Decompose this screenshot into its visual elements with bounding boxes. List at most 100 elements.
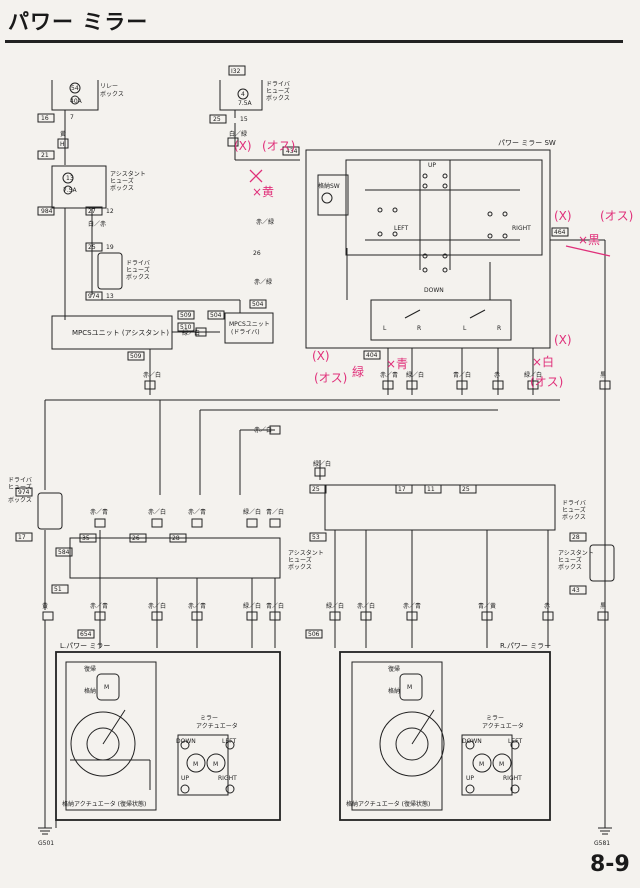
svg-text:緑／白: 緑／白 (326, 602, 344, 610)
svg-text:赤／青: 赤／青 (403, 602, 421, 610)
svg-text:ボックス: ボックス (562, 513, 586, 521)
svg-text:(オス): (オス) (600, 209, 633, 223)
svg-text:DOWN: DOWN (176, 738, 196, 745)
svg-text:26: 26 (253, 250, 261, 257)
svg-text:53: 53 (312, 534, 320, 541)
svg-text:緑／白: 緑／白 (243, 508, 261, 516)
svg-text:ヒューズ: ヒューズ (288, 556, 312, 564)
svg-text:974: 974 (18, 489, 30, 496)
svg-text:ミラー: ミラー (200, 715, 218, 722)
relay-fuse-amp: 40A (70, 98, 83, 105)
svg-text:赤／白: 赤／白 (254, 426, 272, 434)
mpcs-assistant: MPCSユニット (アシスタント) (72, 328, 169, 337)
svg-text:25: 25 (88, 244, 96, 251)
storage-switch: 格納SW (318, 182, 340, 190)
svg-text:28: 28 (172, 535, 180, 542)
right-assistant-fuse: アシスタント (558, 549, 594, 557)
title-rule (5, 40, 623, 43)
assistant-top-label: アシスタント (110, 170, 146, 178)
svg-text:×白: ×白 (532, 354, 554, 369)
svg-text:21: 21 (41, 152, 49, 159)
switch-title: パワー ミラー SW (498, 139, 556, 147)
relay-fuse-num: 54 (71, 85, 79, 92)
svg-text:UP: UP (466, 775, 474, 782)
svg-text:ボックス: ボックス (8, 496, 32, 504)
svg-text:M: M (193, 761, 198, 768)
relay-box-label: リレー (100, 83, 118, 90)
svg-text:格納: 格納 (388, 687, 400, 695)
svg-text:×黒: ×黒 (578, 233, 600, 247)
driver-side-fuse: ドライバ (8, 477, 32, 484)
right-ground: G581 (594, 840, 610, 847)
svg-text:UP: UP (428, 162, 436, 169)
svg-text:984: 984 (41, 208, 53, 215)
svg-text:27: 27 (88, 208, 96, 215)
left-mirror-title: L.パワー ミラー (60, 642, 110, 650)
svg-text:17: 17 (398, 486, 406, 493)
svg-text:(オス): (オス) (530, 375, 563, 389)
right-storage-actuator: 格納アクチュエータ (復帰状態) (346, 800, 430, 808)
left-ground: G501 (38, 840, 54, 847)
svg-text:(X): (X) (312, 349, 330, 363)
page-title: パワー ミラー (8, 10, 149, 34)
svg-text:緑／白: 緑／白 (313, 460, 331, 468)
svg-text:DOWN: DOWN (424, 287, 444, 294)
svg-text:緑／白: 緑／白 (524, 371, 542, 379)
svg-text:LEFT: LEFT (222, 738, 236, 745)
svg-text:赤／白: 赤／白 (357, 602, 375, 610)
svg-text:LEFT: LEFT (508, 738, 522, 745)
svg-text:ボックス: ボックス (126, 273, 150, 281)
svg-text:510: 510 (180, 324, 192, 331)
svg-text:赤／白: 赤／白 (148, 508, 166, 516)
svg-text:青／白: 青／白 (266, 508, 284, 516)
svg-text:M: M (213, 761, 218, 768)
svg-text:青／白: 青／白 (453, 371, 471, 379)
svg-text:緑／白: 緑／白 (182, 329, 200, 337)
svg-text:13: 13 (106, 293, 114, 300)
svg-text:RIGHT: RIGHT (503, 775, 522, 782)
svg-text:赤／青: 赤／青 (90, 602, 108, 610)
svg-text:×黄: ×黄 (252, 185, 274, 199)
svg-text:RIGHT: RIGHT (218, 775, 237, 782)
svg-text:M: M (479, 761, 484, 768)
svg-text:506: 506 (308, 631, 320, 638)
svg-text:L: L (463, 325, 467, 332)
svg-text:25: 25 (213, 116, 221, 123)
driver-mid-label: ドライバ (126, 260, 150, 267)
svg-text:ボックス: ボックス (100, 90, 124, 98)
svg-text:黄: 黄 (42, 602, 48, 610)
svg-text:(X): (X) (554, 333, 572, 347)
svg-text:35: 35 (82, 535, 90, 542)
svg-text:(ドライバ): (ドライバ) (231, 329, 260, 336)
svg-text:7.5A: 7.5A (63, 187, 78, 194)
driver-fuse-top (209, 65, 263, 124)
svg-text:26: 26 (132, 535, 140, 542)
svg-text:ヒューズ: ヒューズ (110, 177, 134, 185)
relay-pin: 16 (41, 115, 49, 122)
svg-text:M: M (407, 684, 412, 691)
svg-text:DOWN: DOWN (462, 738, 482, 745)
svg-text:赤／青: 赤／青 (380, 371, 398, 379)
svg-text:17: 17 (18, 534, 26, 541)
driver-top-conn: I32 (231, 68, 241, 75)
svg-text:434: 434 (286, 148, 298, 155)
svg-text:(オス): (オス) (262, 139, 295, 153)
svg-text:ボックス: ボックス (110, 184, 134, 192)
svg-text:51: 51 (54, 586, 62, 593)
svg-text:504: 504 (252, 301, 264, 308)
wire-yellow-1: 黄 (60, 130, 66, 138)
svg-text:白／赤: 白／赤 (88, 220, 106, 228)
svg-text:黒: 黒 (600, 603, 606, 610)
svg-text:464: 464 (554, 229, 566, 236)
svg-text:654: 654 (80, 631, 92, 638)
svg-text:UP: UP (181, 775, 189, 782)
svg-text:11: 11 (427, 486, 435, 493)
svg-text:格納: 格納 (84, 687, 96, 695)
svg-text:ヒューズ: ヒューズ (266, 87, 290, 95)
svg-text:7.5A: 7.5A (238, 100, 253, 107)
svg-text:(オス): (オス) (314, 371, 347, 385)
driver-top-label: ドライバ (266, 81, 290, 88)
svg-text:RIGHT: RIGHT (512, 225, 531, 232)
svg-text:赤／青: 赤／青 (188, 508, 206, 516)
